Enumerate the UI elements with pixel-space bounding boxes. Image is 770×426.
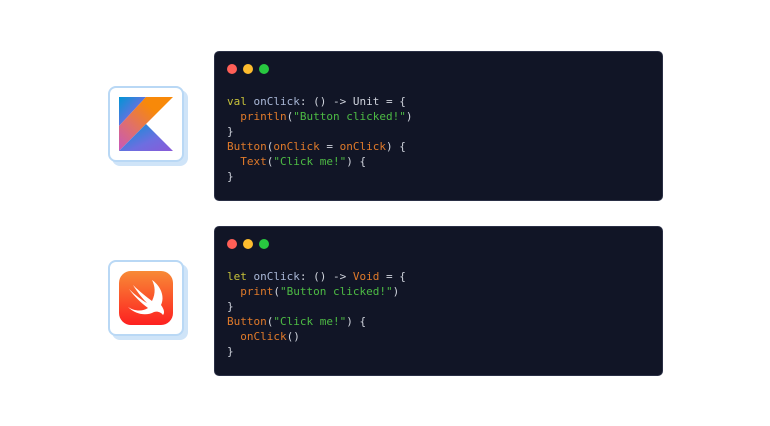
swift-logo-card xyxy=(108,260,184,336)
window-controls xyxy=(227,64,269,74)
code-line: Button("Click me!") { xyxy=(227,315,367,328)
maximize-dot-icon xyxy=(259,239,269,249)
kotlin-code-window: val onClick: () -> Unit = { println("But… xyxy=(215,52,662,200)
code-line: } xyxy=(227,170,234,183)
code-line: let onClick: () -> Void = { xyxy=(227,270,406,283)
code-line: println("Button clicked!") xyxy=(240,110,413,123)
close-dot-icon xyxy=(227,239,237,249)
code-line: } xyxy=(227,125,234,138)
minimize-dot-icon xyxy=(243,239,253,249)
code-line: Button(onClick = onClick) { xyxy=(227,140,406,153)
kotlin-code-block: val onClick: () -> Unit = { println("But… xyxy=(227,94,412,184)
code-line: val onClick: () -> Unit = { xyxy=(227,95,406,108)
code-line: } xyxy=(227,300,234,313)
code-line: } xyxy=(227,345,234,358)
kotlin-icon xyxy=(119,97,173,151)
kotlin-logo-card xyxy=(108,86,184,162)
maximize-dot-icon xyxy=(259,64,269,74)
window-controls xyxy=(227,239,269,249)
swift-code-block: let onClick: () -> Void = { print("Butto… xyxy=(227,269,406,359)
swift-icon xyxy=(119,271,173,325)
close-dot-icon xyxy=(227,64,237,74)
code-line: print("Button clicked!") xyxy=(240,285,400,298)
code-line: onClick() xyxy=(240,330,300,343)
minimize-dot-icon xyxy=(243,64,253,74)
code-line: Text("Click me!") { xyxy=(240,155,367,168)
swift-code-window: let onClick: () -> Void = { print("Butto… xyxy=(215,227,662,375)
